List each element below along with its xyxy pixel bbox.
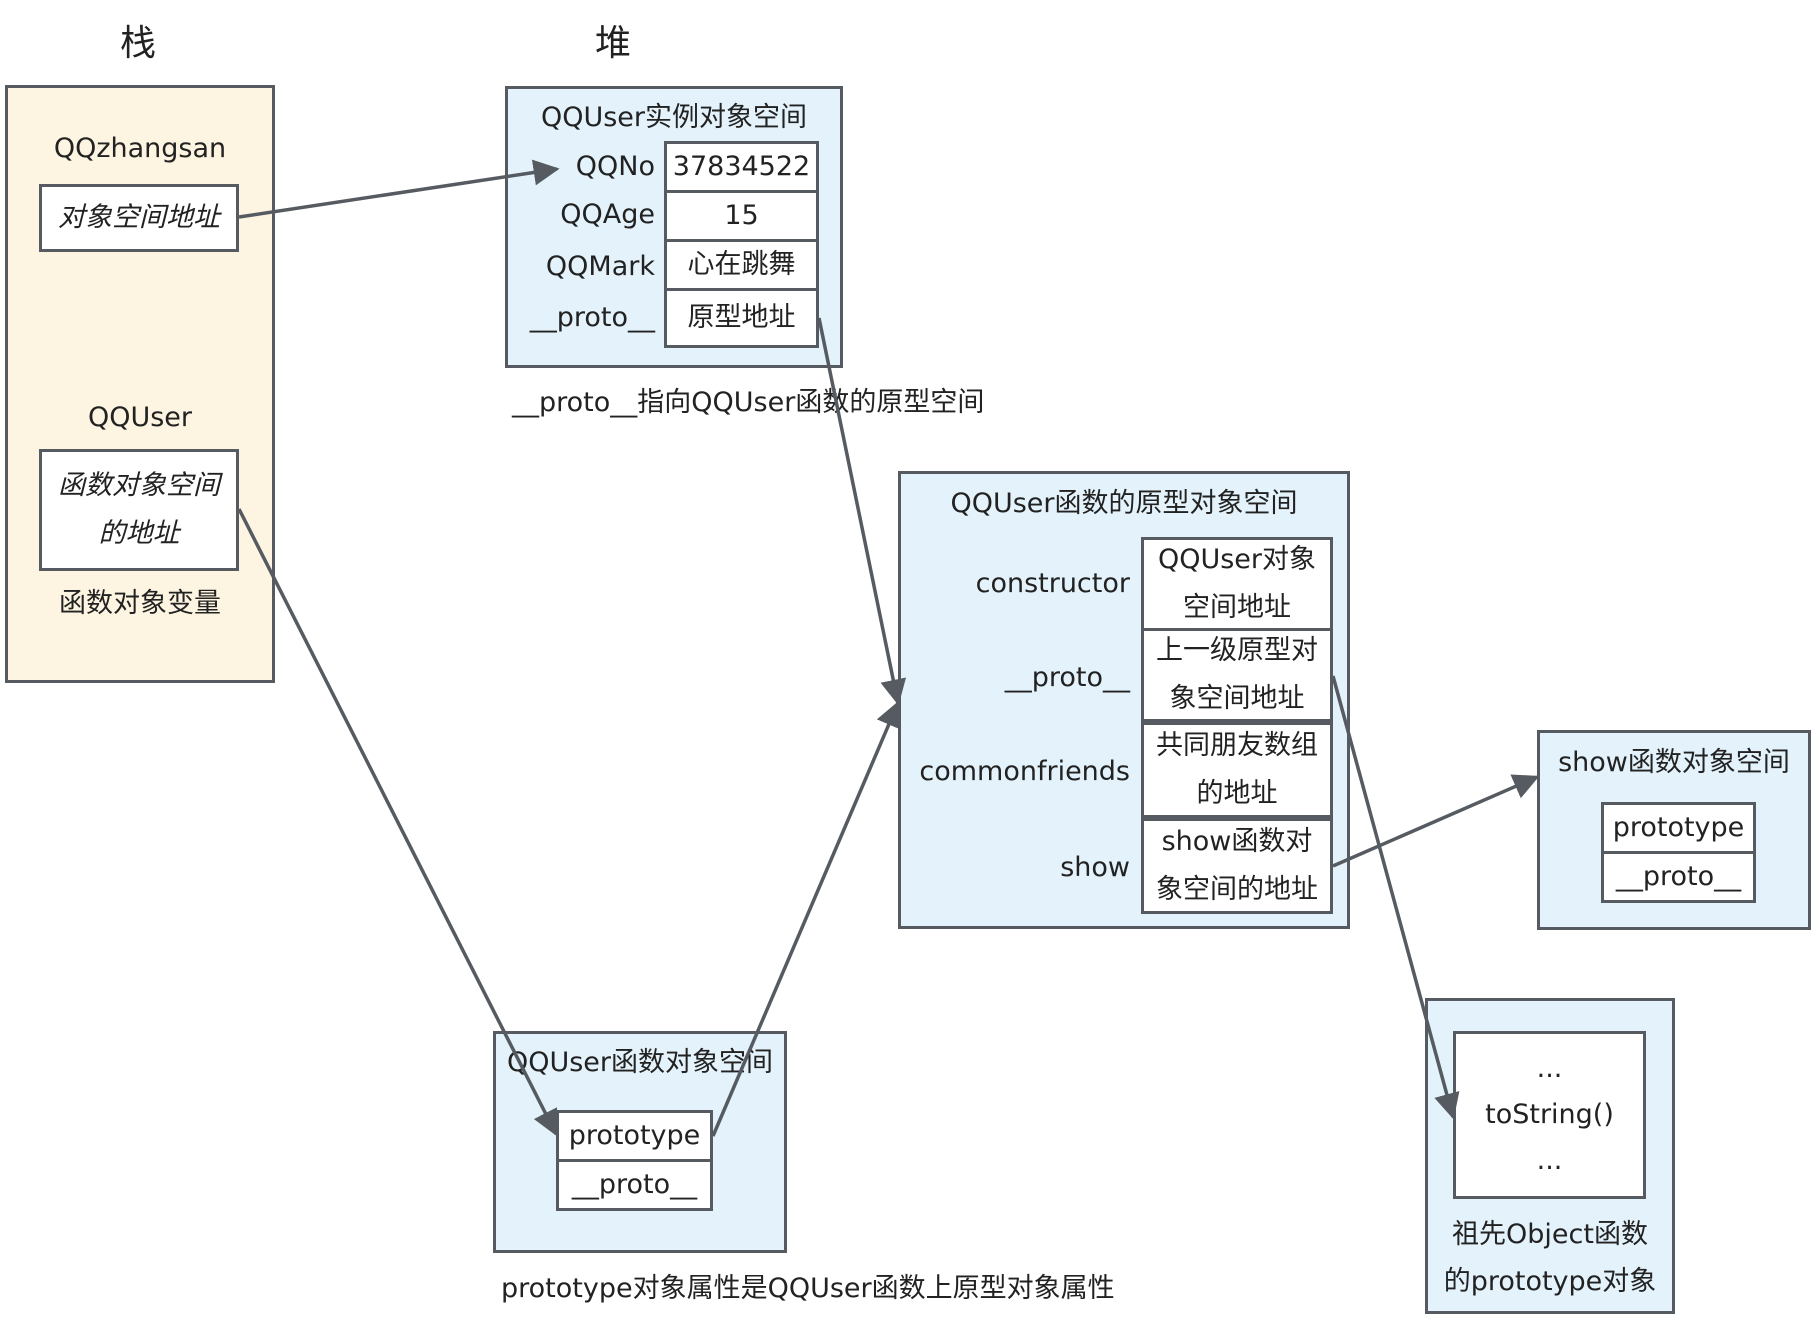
prototype-object-title: QQUser函数的原型对象空间 bbox=[950, 488, 1298, 519]
stack-var-qquser-caption: 函数对象变量 bbox=[59, 588, 221, 619]
arrow-instance-proto-to-prototype bbox=[817, 317, 907, 706]
object-prototype-content: ... toString() ... bbox=[1453, 1031, 1646, 1199]
object-prototype-ellipsis-bottom: ... bbox=[1536, 1145, 1563, 1176]
instance-key-proto: __proto__ bbox=[529, 302, 655, 333]
stack-var-qquser-value: 函数对象空间 的地址 bbox=[39, 449, 239, 571]
show-object-proto-slot: __proto__ bbox=[1601, 851, 1756, 903]
function-object-proto-slot: __proto__ bbox=[556, 1159, 713, 1211]
object-prototype-caption-line1: 祖先Object函数 bbox=[1452, 1219, 1648, 1250]
stack-var-qquser-value-line2: 的地址 bbox=[98, 518, 180, 549]
prototype-key-constructor: constructor bbox=[975, 568, 1130, 599]
prototype-key-show: show bbox=[1060, 852, 1130, 883]
stack-var-qqzhangsan-label: QQzhangsan bbox=[53, 133, 227, 164]
prototype-value-show-line1: show函数对 bbox=[1161, 826, 1313, 857]
instance-value-qqmark: 心在跳舞 bbox=[664, 239, 819, 291]
instance-key-qqno: QQNo bbox=[575, 151, 655, 182]
prototype-value-commonfriends-line1: 共同朋友数组 bbox=[1156, 730, 1318, 761]
prototype-value-commonfriends-line2: 的地址 bbox=[1196, 778, 1278, 809]
instance-value-qqage: 15 bbox=[664, 190, 819, 242]
show-object-title: show函数对象空间 bbox=[1558, 747, 1790, 778]
instance-object-title: QQUser实例对象空间 bbox=[540, 102, 808, 133]
stack-var-qqzhangsan-value: 对象空间地址 bbox=[39, 184, 239, 252]
stack-heading: 栈 bbox=[120, 23, 157, 64]
object-prototype-caption-line2: 的prototype对象 bbox=[1443, 1266, 1657, 1297]
arrow-show-address bbox=[1332, 774, 1540, 868]
prototype-value-show: show函数对 象空间的地址 bbox=[1141, 818, 1333, 914]
prototype-key-proto: __proto__ bbox=[1004, 662, 1130, 693]
prototype-value-show-line2: 象空间的地址 bbox=[1156, 874, 1318, 905]
prototype-value-proto-line2: 象空间地址 bbox=[1169, 683, 1305, 714]
prototype-value-constructor: QQUser对象 空间地址 bbox=[1141, 537, 1333, 631]
instance-value-qqno: 37834522 bbox=[664, 141, 819, 193]
prototype-key-commonfriends: commonfriends bbox=[919, 756, 1130, 787]
heap-heading: 堆 bbox=[595, 23, 632, 64]
instance-key-qqmark: QQMark bbox=[545, 251, 655, 282]
object-prototype-ellipsis-top: ... bbox=[1536, 1053, 1563, 1084]
show-object-prototype-slot: prototype bbox=[1601, 802, 1756, 854]
prototype-value-commonfriends: 共同朋友数组 的地址 bbox=[1141, 722, 1333, 818]
instance-caption: __proto__指向QQUser函数的原型空间 bbox=[512, 387, 985, 418]
function-object-prototype-slot: prototype bbox=[556, 1110, 713, 1162]
instance-value-proto: 原型地址 bbox=[664, 288, 819, 348]
prototype-value-proto: 上一级原型对 象空间地址 bbox=[1141, 628, 1333, 722]
function-object-title: QQUser函数对象空间 bbox=[506, 1047, 774, 1078]
stack-var-qquser-value-line1: 函数对象空间 bbox=[58, 470, 220, 501]
prototype-value-constructor-line1: QQUser对象 bbox=[1157, 544, 1317, 575]
prototype-value-proto-line1: 上一级原型对 bbox=[1156, 635, 1318, 666]
stack-var-qquser-label: QQUser bbox=[87, 402, 193, 433]
function-object-caption: prototype对象属性是QQUser函数上原型对象属性 bbox=[501, 1273, 1115, 1304]
instance-key-qqage: QQAge bbox=[560, 199, 655, 230]
object-prototype-tostring: toString() bbox=[1485, 1099, 1614, 1130]
prototype-value-constructor-line2: 空间地址 bbox=[1183, 592, 1291, 623]
